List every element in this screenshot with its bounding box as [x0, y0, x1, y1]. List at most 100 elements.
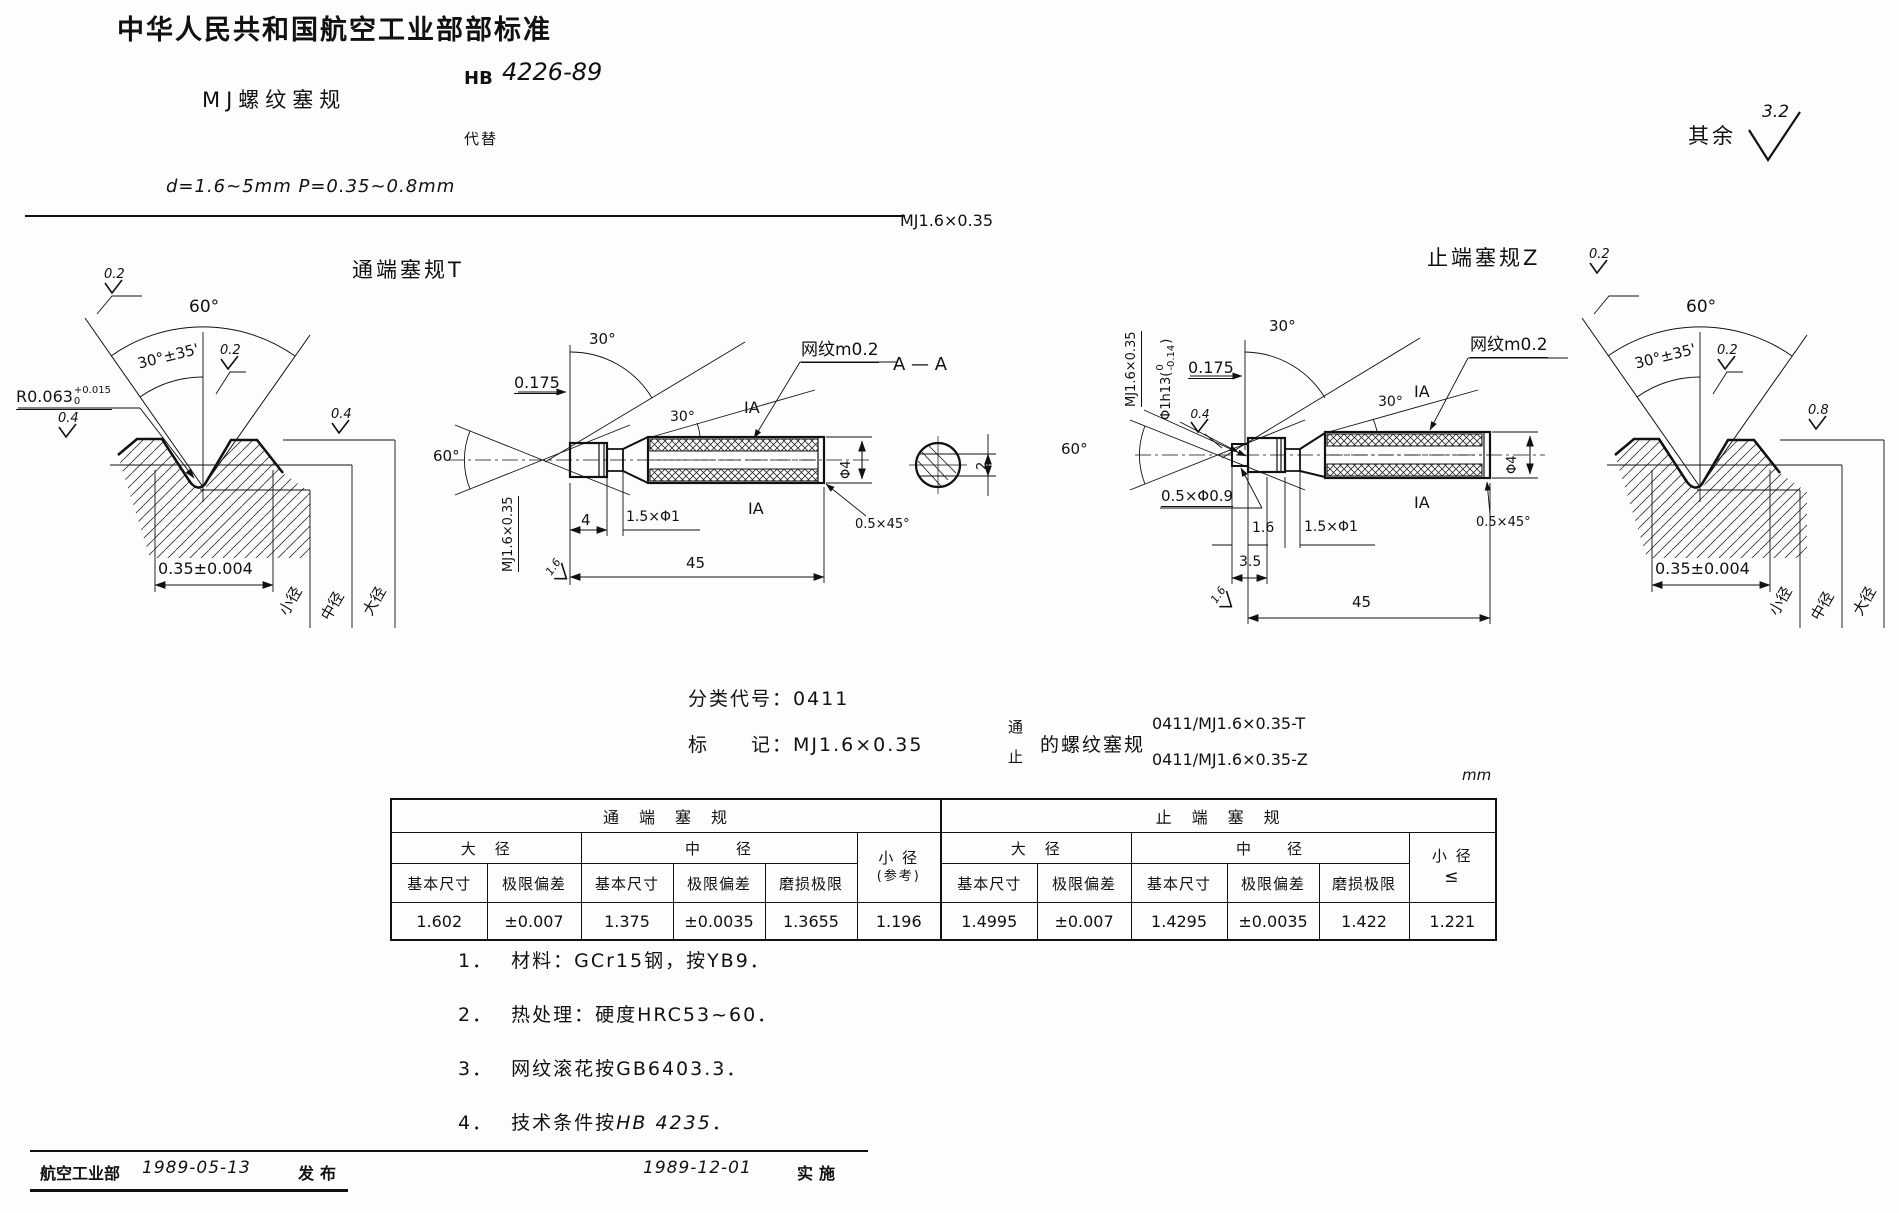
stop-pilot-dia-callout: Φ1h13( 0 -0.14 )	[1155, 338, 1177, 420]
size-range: d=1.6~5mm P=0.35~0.8mm	[166, 176, 456, 197]
go-gauge-ia-bottom: IA	[748, 499, 764, 518]
marking-stop-char: 止	[1008, 748, 1024, 766]
go-major-dev-value: ±0.007	[486, 902, 582, 941]
radius-tolerance: +0.015 0	[73, 385, 111, 407]
go-major-basic-header: 基本尺寸	[390, 863, 488, 903]
issue-label: 发布	[298, 1164, 343, 1183]
rest-value: 3.2	[1762, 102, 1790, 122]
go-gauge-ra-16: 1.6	[543, 556, 574, 586]
marking-code-stop: 0411/MJ1.6×0.35-Z	[1152, 750, 1308, 769]
pilot-dia-prefix: Φ1h13(	[1159, 371, 1174, 420]
pilot-dia-tolerance: 0 -0.14	[1155, 344, 1177, 371]
marking-code-go: 0411/MJ1.6×0.35-T	[1152, 714, 1306, 733]
go-major-dev-header: 极限偏差	[486, 863, 582, 903]
go-middle-basic-value: 1.375	[580, 902, 674, 941]
classification-code: 分类代号：0411	[688, 688, 850, 710]
stop-gauge-angle-30-top: 30°	[1269, 317, 1296, 335]
go-gauge-thread-label: MJ1.6×0.35	[501, 496, 519, 572]
stop-gauge-handle-dia: Φ4	[1505, 455, 1520, 474]
go-middle-dev-header: 极限偏差	[672, 863, 766, 903]
group-header-stop: 止 端 塞 规	[940, 798, 1497, 833]
thread-designation: MJ1.6×0.35	[900, 211, 993, 230]
stop-major-basic-header: 基本尺寸	[940, 863, 1038, 903]
go-profile-ra-2-check-icon	[220, 355, 239, 370]
stop-profile-ra-2-check-icon	[1717, 355, 1736, 370]
go-profile-angle-60: 60°	[189, 297, 220, 317]
go-gauge-angle-60: 60°	[433, 447, 460, 465]
go-gauge-dim-neck: 1.5×Φ1	[626, 509, 680, 525]
note-3: 3．网纹滚花按GB6403.3．	[458, 1058, 748, 1080]
standard-number: 4226-89	[502, 58, 603, 86]
stop-middle-dev-value: ±0.0035	[1226, 902, 1320, 941]
stop-gauge-dim-16: 1.6	[1252, 520, 1275, 536]
stop-profile-pitch-tol: 0.35±0.004	[1655, 559, 1750, 578]
go-gauge-ra-16-check-icon	[554, 562, 568, 580]
stop-gauge-drawing	[1129, 337, 1568, 624]
roughness-check-icon	[1748, 111, 1801, 163]
rest-label: 其余	[1688, 124, 1736, 148]
go-profile-ra-4: 0.4	[331, 408, 352, 434]
go-gauge-handle-dia: Φ4	[839, 460, 854, 479]
go-profile-ra-2: 0.2	[220, 344, 241, 370]
marking-label: 标 记：MJ1.6×0.35	[688, 734, 924, 756]
stop-middle-header: 中 径	[1130, 832, 1410, 864]
dimension-table: 通 端 塞 规 止 端 塞 规 大 径 中 径 小 径(参考) 大 径 中 径 …	[390, 798, 1498, 941]
pilot-dia-suffix: )	[1159, 338, 1174, 344]
stop-gauge-title: 止端塞规Z	[1427, 246, 1541, 270]
stop-gauge-angle-30-knurl: 30°	[1378, 394, 1403, 410]
go-major-header: 大 径	[390, 832, 582, 864]
go-middle-wear-header: 磨损极限	[764, 863, 858, 903]
standard-header: 中华人民共和国航空工业部部标准	[117, 15, 552, 46]
go-profile-ra-3-check-icon	[58, 423, 77, 438]
go-gauge-ia-top: IA	[744, 398, 760, 417]
stop-major-dev-header: 极限偏差	[1036, 863, 1132, 903]
group-header-go: 通 端 塞 规	[390, 798, 942, 833]
stop-major-basic-value: 1.4995	[940, 902, 1038, 941]
go-middle-basic-header: 基本尺寸	[580, 863, 674, 903]
stop-gauge-dim-35: 3.5	[1239, 554, 1262, 570]
stop-gauge-angle-60: 60°	[1061, 440, 1088, 458]
page-title: MJ螺纹塞规	[202, 88, 347, 112]
standard-code-prefix: HB	[464, 68, 493, 89]
surface-finish-rest: 其余 3.2	[1688, 102, 1818, 174]
marking-go-char: 通	[1008, 718, 1024, 736]
stop-minor-header: 小 径≤	[1408, 832, 1497, 903]
go-profile-ra-1: 0.2	[104, 268, 125, 294]
go-thread-profile-drawing	[18, 295, 396, 628]
stop-gauge-knurl-label: 网纹m0.2	[1470, 335, 1548, 358]
go-gauge-chamfer: 0.5×45°	[855, 517, 910, 532]
stop-gauge-len-45: 45	[1352, 593, 1372, 611]
go-profile-ra-1-check-icon	[104, 279, 123, 294]
stop-gauge-ia-top: IA	[1414, 382, 1430, 401]
stop-major-header: 大 径	[940, 832, 1132, 864]
radius-value: R0.063	[16, 386, 73, 406]
footer-rule-2	[30, 1189, 348, 1192]
go-gauge-len-45: 45	[686, 554, 706, 572]
stop-profile-ra-2: 0.2	[1717, 344, 1738, 370]
stop-thread-profile-drawing	[1581, 295, 1885, 628]
implementation-label: 实施	[797, 1164, 842, 1183]
go-root-radius-callout: R0.063 +0.015 0	[16, 385, 112, 410]
stop-middle-basic-value: 1.4295	[1130, 902, 1228, 941]
issuing-org: 航空工业部	[40, 1164, 121, 1183]
stop-major-dev-value: ±0.007	[1036, 902, 1132, 941]
section-a-a-drawing	[909, 434, 996, 496]
stop-profile-ra-1: 0.2	[1589, 248, 1610, 274]
go-gauge-dim-0175: 0.175	[514, 373, 560, 395]
go-middle-dev-value: ±0.0035	[672, 902, 766, 941]
go-major-basic-value: 1.602	[390, 902, 488, 941]
stop-gauge-dim-0175: 0.175	[1188, 358, 1234, 380]
footer-rule	[30, 1150, 868, 1152]
go-profile-ra-3: 0.4	[58, 412, 79, 438]
note-4: 4．技术条件按HB 4235．	[458, 1112, 733, 1134]
stop-minor-value: 1.221	[1408, 902, 1497, 941]
stop-profile-angle-60: 60°	[1686, 297, 1717, 317]
stop-gauge-thread-label: MJ1.6×0.35	[1124, 331, 1142, 407]
go-gauge-title: 通端塞规T	[352, 258, 464, 282]
replaces-label: 代替	[464, 130, 499, 148]
stop-gauge-dim-neck: 1.5×Φ1	[1304, 519, 1358, 535]
go-gauge-knurl-label: 网纹m0.2	[801, 340, 879, 363]
stop-middle-dev-header: 极限偏差	[1226, 863, 1320, 903]
